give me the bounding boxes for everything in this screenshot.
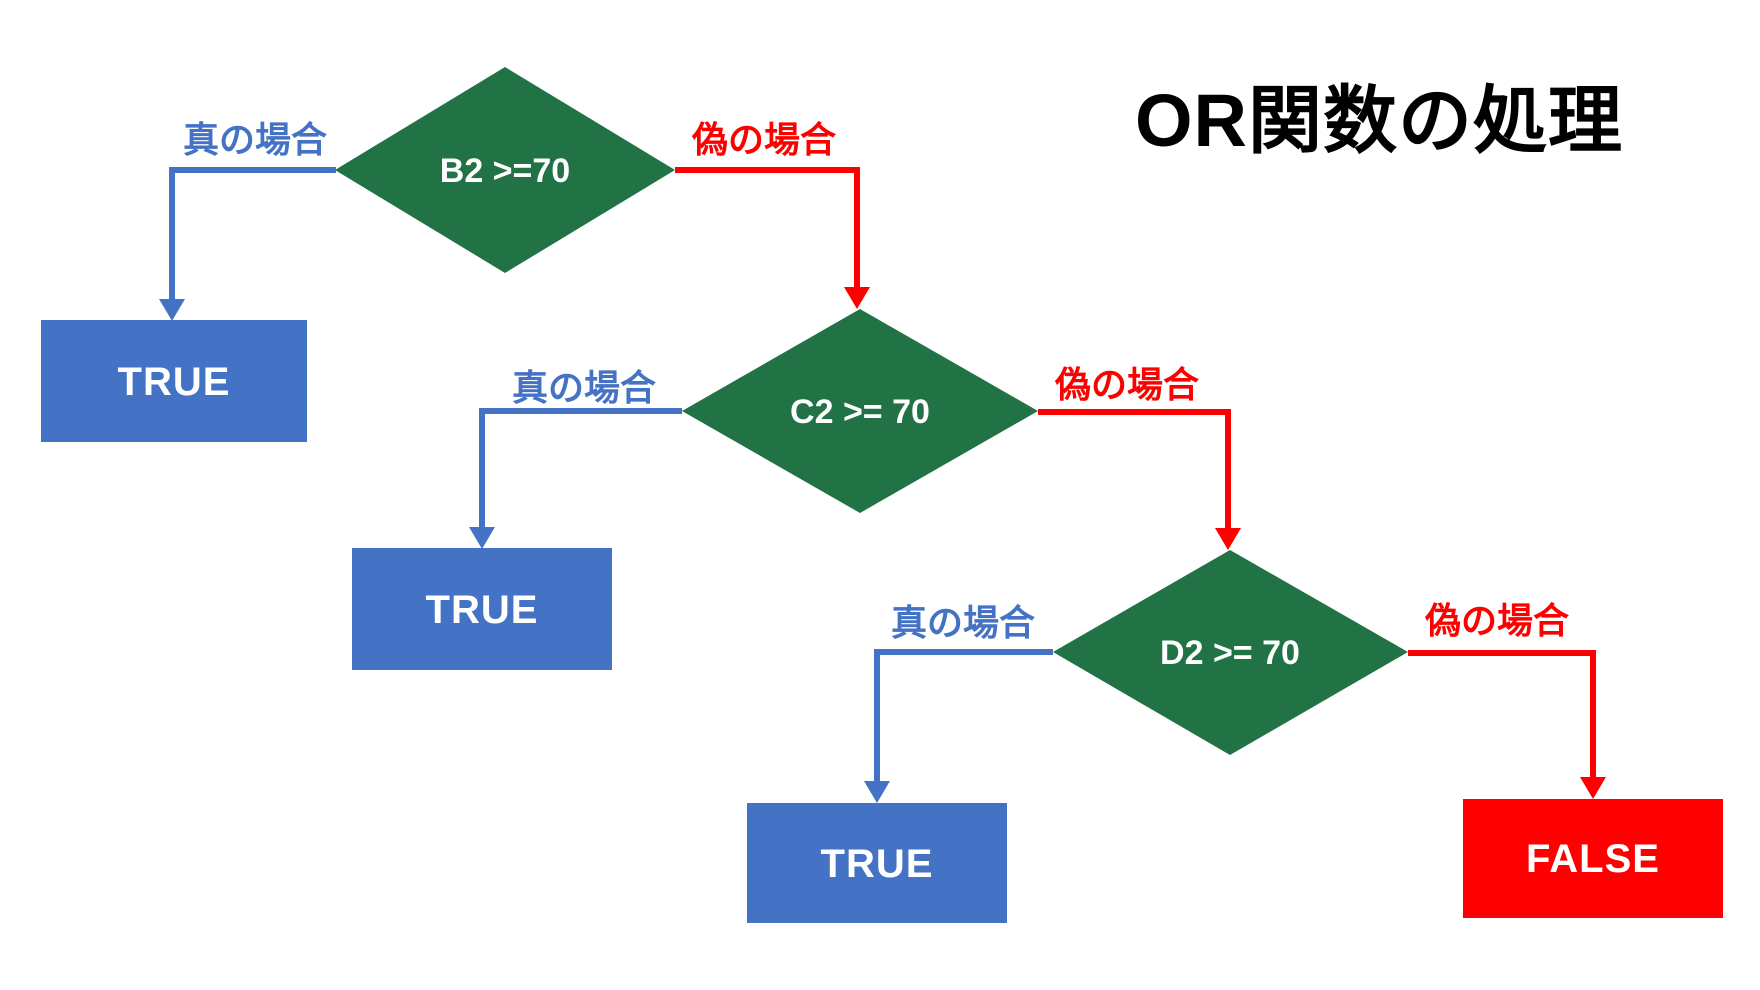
true-branch-line-3 [874, 649, 1053, 783]
true-branch-label-1: 真の場合 [183, 119, 327, 160]
true-branch-label-2: 真の場合 [512, 367, 656, 408]
false-branch-label-1: 偽の場合 [691, 119, 836, 160]
page-title: OR関数の処理 [1135, 79, 1623, 162]
decision-node-c2 [682, 309, 1038, 513]
true-branch-arrowhead-2 [469, 527, 495, 549]
true-branch-label-3: 真の場合 [891, 602, 1035, 643]
false-branch-label-2: 偽の場合 [1054, 364, 1199, 405]
true-branch-line-2 [479, 408, 682, 529]
false-branch-arrowhead-1 [844, 287, 870, 309]
false-branch-line-2 [1038, 409, 1231, 530]
result-box-true-3 [747, 803, 1007, 923]
decision-node-d2 [1053, 550, 1408, 755]
false-branch-arrowhead-3 [1580, 777, 1606, 799]
result-label-true-1: TRUE [118, 360, 231, 404]
true-branch-arrowhead-1 [159, 299, 185, 321]
result-box-false [1463, 799, 1723, 918]
decision-node-b2 [335, 67, 675, 273]
decision-label-c2: C2 >= 70 [790, 393, 930, 431]
true-branch-line-1 [169, 167, 336, 301]
result-box-true-2 [352, 548, 612, 670]
result-label-false: FALSE [1526, 837, 1660, 881]
false-branch-line-1 [675, 167, 860, 289]
false-branch-line-3 [1408, 650, 1596, 779]
false-branch-label-3: 偽の場合 [1424, 600, 1569, 641]
result-label-true-2: TRUE [426, 588, 539, 632]
result-label-true-3: TRUE [821, 842, 934, 886]
decision-label-d2: D2 >= 70 [1160, 634, 1300, 672]
true-branch-arrowhead-3 [864, 781, 890, 803]
result-box-true-1 [41, 320, 307, 442]
false-branch-arrowhead-2 [1215, 528, 1241, 550]
decision-label-b2: B2 >=70 [440, 152, 570, 190]
